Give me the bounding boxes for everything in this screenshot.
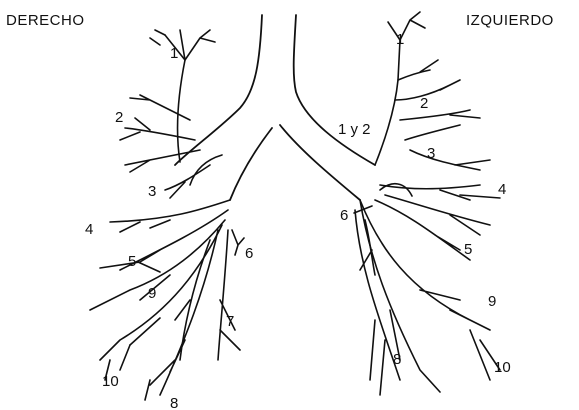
left-label-6: 6 xyxy=(340,207,348,224)
left-label-2: 2 xyxy=(420,95,428,112)
right-bronchial-tree xyxy=(90,30,244,400)
leader-line-5 xyxy=(138,262,160,272)
left-label-1: 1 xyxy=(396,31,404,48)
right-label-10: 10 xyxy=(102,373,119,390)
right-label-5: 5 xyxy=(128,253,136,270)
right-label-7: 7 xyxy=(226,313,234,330)
left-label-5: 5 xyxy=(464,241,472,258)
right-label-3: 3 xyxy=(148,183,156,200)
left-label-10: 10 xyxy=(494,359,511,376)
right-label-4: 4 xyxy=(85,221,93,238)
left-label-4: 4 xyxy=(498,181,506,198)
right-label-8: 8 xyxy=(170,395,178,410)
right-label-6: 6 xyxy=(245,245,253,262)
left-bronchial-tree xyxy=(355,12,500,395)
left-label-1y2: 1 y 2 xyxy=(338,121,371,138)
right-label-2: 2 xyxy=(115,109,123,126)
left-label-3: 3 xyxy=(427,145,435,162)
trachea xyxy=(175,15,375,200)
right-label-9: 9 xyxy=(148,285,156,302)
left-label-9: 9 xyxy=(488,293,496,310)
right-label-1: 1 xyxy=(170,45,178,62)
left-label-8: 8 xyxy=(393,351,401,368)
